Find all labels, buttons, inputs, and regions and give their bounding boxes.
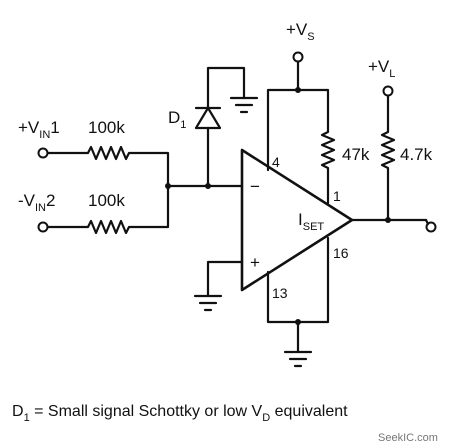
vin1-terminal [37, 147, 49, 159]
pin13-pin16-wire [266, 236, 330, 324]
vl-label: +VL [368, 57, 395, 80]
r1-label: 100k [88, 118, 125, 137]
ground-icon-noninverting [193, 294, 223, 312]
vs-label: +VS [286, 20, 315, 43]
pin4-label: 4 [272, 154, 280, 170]
resistor-r3 [296, 88, 336, 205]
resistor-r1 [46, 145, 170, 188]
opamp-triangle [240, 148, 354, 292]
r4-label: 4.7k [400, 145, 433, 164]
pin4-wire [266, 88, 300, 172]
vs-terminal [292, 51, 304, 63]
noninverting-input-sign: + [250, 253, 260, 272]
diode-d1 [194, 66, 246, 188]
vin2-label: -VIN2 [18, 191, 55, 214]
inverting-input-sign: − [250, 177, 260, 196]
iset-label: ISET [298, 210, 324, 233]
noninverting-ground-wire [206, 260, 244, 298]
pin13-label: 13 [272, 285, 288, 301]
resistor-r2 [46, 184, 170, 235]
d1-label: D1 [168, 108, 186, 131]
ground-icon-diode [229, 96, 259, 114]
vl-terminal [382, 85, 394, 97]
watermark: SeekIC.com [378, 432, 438, 444]
ground-icon-main [283, 350, 313, 368]
vin1-label: +VIN1 [18, 118, 60, 141]
footnote: D1 = Small signal Schottky or low VD equ… [12, 403, 348, 424]
output-junction [385, 217, 391, 223]
pin1-label: 1 [333, 188, 341, 204]
summing-junction [165, 183, 171, 189]
resistor-r4 [380, 94, 396, 222]
output-lead [424, 218, 430, 226]
pin16-label: 16 [333, 245, 349, 261]
vin2-terminal [37, 221, 49, 233]
r3-label: 47k [342, 145, 370, 164]
r2-label: 100k [88, 191, 125, 210]
